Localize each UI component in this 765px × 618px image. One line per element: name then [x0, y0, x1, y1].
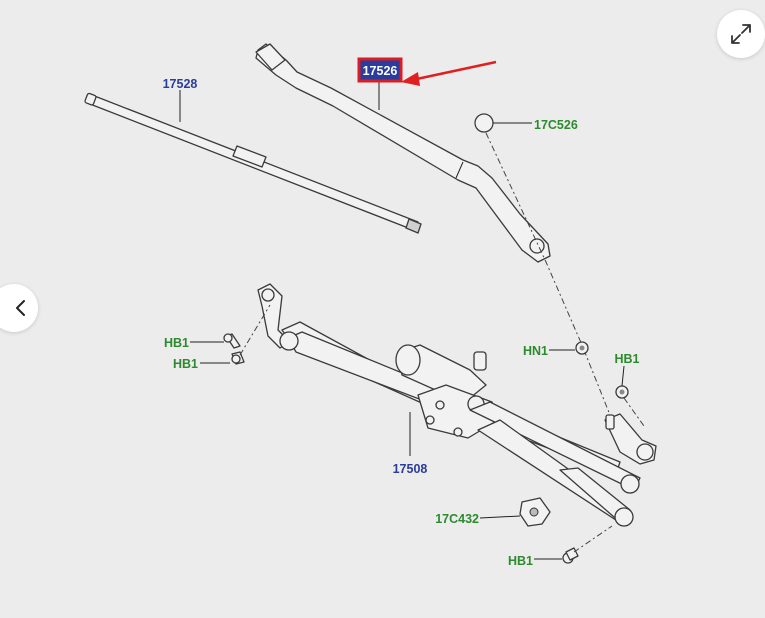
- leader-17C432: [479, 515, 521, 519]
- expand-icon: [731, 24, 751, 44]
- bolt-hb1-bottom: [562, 547, 579, 564]
- chevron-left-icon: [16, 300, 25, 316]
- label-hn1: HN1: [523, 344, 548, 358]
- grommet-17C432: [519, 497, 551, 527]
- label-17C526: 17C526: [534, 118, 578, 132]
- previous-image-button[interactable]: [0, 284, 38, 332]
- highlight-box: [357, 57, 403, 83]
- label-17C432: 17C432: [435, 512, 479, 526]
- assembly-line-bottom: [573, 525, 613, 553]
- wiper-arm: [255, 43, 551, 263]
- leader-hb1-right: [621, 365, 625, 387]
- assembly-line-right-bolt: [623, 397, 645, 427]
- label-hb1-bottom: HB1: [508, 554, 533, 568]
- label-hb1-mid: HB1: [173, 357, 198, 371]
- wiper-blade: [84, 92, 422, 234]
- bolt-hb1-upper: [223, 333, 241, 349]
- label-hb1-upper: HB1: [164, 336, 189, 350]
- wiper-linkage-assembly: [257, 283, 657, 527]
- label-17526: 17526: [363, 64, 398, 78]
- nut-hn1: [575, 341, 589, 355]
- highlighted-part-label[interactable]: 17526: [357, 57, 403, 83]
- assembly-line-right: [485, 132, 641, 453]
- label-17528: 17528: [163, 77, 198, 91]
- expand-button[interactable]: [717, 10, 765, 58]
- bolt-hb1-mid: [231, 351, 245, 365]
- label-17508: 17508: [393, 462, 428, 476]
- assembly-line-left: [239, 304, 271, 356]
- bolt-hb1-right: [615, 385, 629, 399]
- red-arrow-icon: [401, 60, 497, 86]
- nut-cap: [474, 113, 494, 133]
- label-hb1-right: HB1: [614, 352, 639, 366]
